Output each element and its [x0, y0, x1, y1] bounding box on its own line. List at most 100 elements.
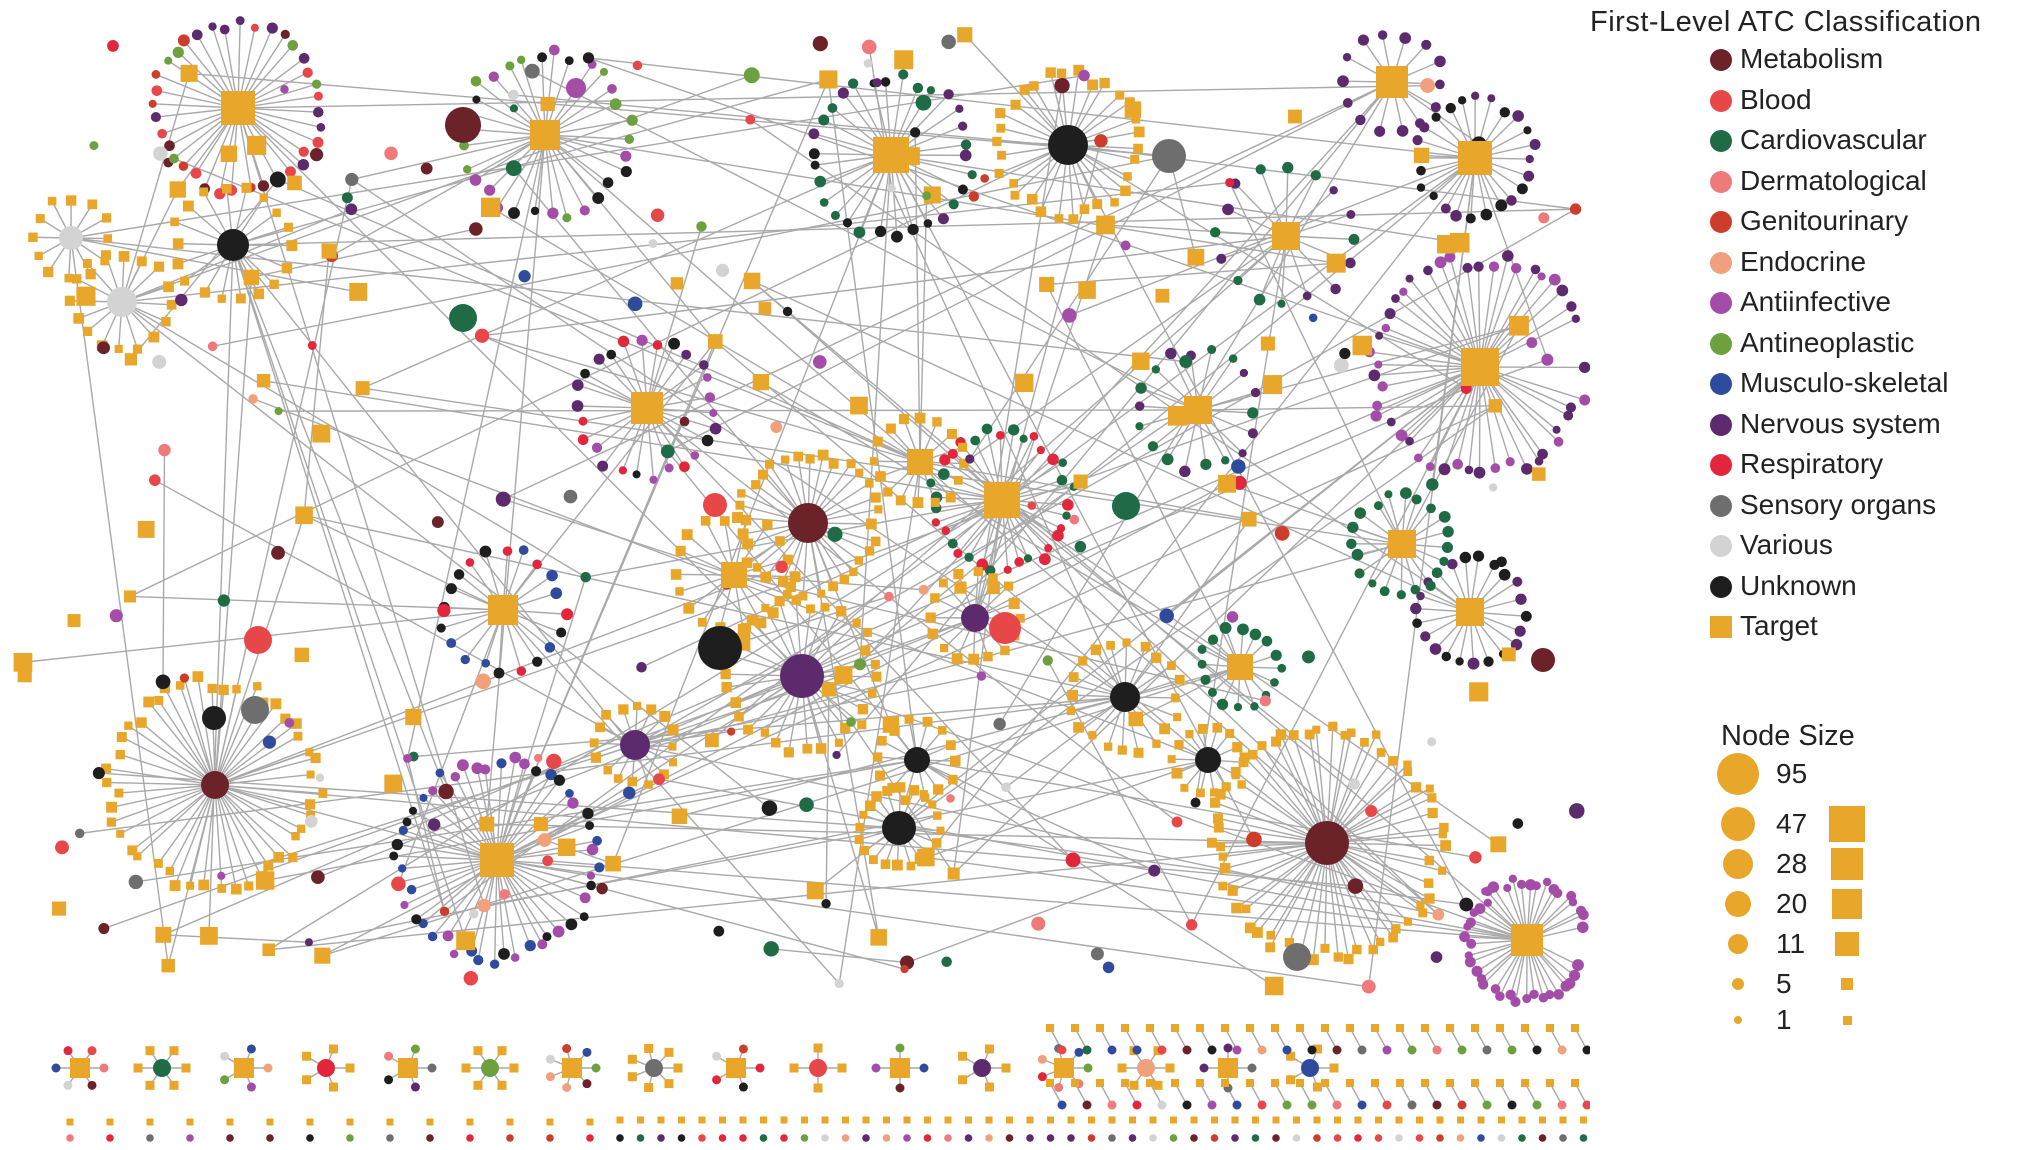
drug-node: [1521, 463, 1533, 475]
drug-node: [759, 1134, 768, 1142]
target-node: [328, 1082, 338, 1092]
target-node: [1546, 1079, 1554, 1087]
drug-node: [664, 463, 674, 473]
target-node: [1329, 1063, 1339, 1073]
target-node: [732, 512, 743, 523]
target-node: [67, 614, 81, 628]
target-node: [1371, 1079, 1379, 1087]
target-node: [757, 469, 768, 480]
drug-node: [775, 560, 788, 574]
network-edge: [169, 784, 216, 872]
drug-node: [1426, 503, 1436, 514]
network-edge: [111, 784, 216, 823]
target-node: [217, 884, 227, 893]
target-node: [1171, 767, 1183, 779]
target-node: [1263, 375, 1283, 395]
target-node: [386, 1118, 394, 1126]
drug-node: [620, 150, 632, 162]
target-node: [85, 268, 96, 280]
drug-node: [1476, 974, 1487, 984]
target-node: [161, 958, 175, 973]
network-edge: [214, 784, 302, 830]
drug-node: [1374, 1134, 1383, 1142]
drug-node: [995, 430, 1005, 440]
network-edge: [214, 784, 294, 858]
drug-node: [1159, 608, 1174, 624]
drug-node: [1135, 422, 1144, 431]
drug-node: [957, 184, 968, 195]
drug-node: [1221, 456, 1230, 465]
drug-node: [537, 833, 552, 847]
target-node: [734, 711, 744, 722]
drug-node: [469, 222, 483, 236]
target-node: [1019, 84, 1030, 95]
network-edge: [588, 57, 1481, 368]
drug-node: [1272, 1134, 1280, 1142]
target-node: [870, 659, 880, 669]
drug-node: [1120, 240, 1131, 251]
size-label: 47: [1776, 808, 1808, 839]
target-node: [815, 743, 827, 754]
drug-node: [976, 671, 987, 681]
target-node: [671, 808, 688, 825]
target-node: [473, 1046, 483, 1056]
node-size-row: 28: [1720, 848, 1980, 888]
drug-node: [345, 172, 359, 187]
network-edge: [496, 79, 830, 861]
drug-node: [164, 140, 175, 152]
drug-node: [1382, 1100, 1392, 1110]
drug-node: [713, 925, 725, 937]
drug-node: [1190, 1134, 1198, 1142]
target-node: [1346, 1079, 1354, 1087]
drug-node: [150, 112, 161, 123]
drug-node: [903, 1134, 911, 1142]
network-edge: [214, 784, 311, 817]
drug-node: [1368, 579, 1377, 588]
drug-node: [391, 876, 406, 892]
drug-node: [246, 1044, 256, 1054]
target-node: [667, 724, 679, 735]
target-node: [1227, 654, 1253, 680]
drug-node: [542, 855, 553, 867]
target-node: [869, 457, 878, 466]
target-node: [764, 459, 774, 469]
target-node: [865, 518, 877, 530]
drug-node: [1396, 125, 1409, 137]
target-node: [1352, 944, 1362, 955]
drug-node: [1361, 979, 1376, 994]
target-node: [659, 710, 671, 722]
target-node: [146, 1118, 154, 1126]
target-node: [586, 1118, 594, 1126]
drug-node: [810, 160, 820, 170]
drug-node: [220, 1051, 230, 1061]
drug-node: [493, 667, 505, 679]
network-edge: [212, 155, 1170, 347]
drug-node: [1459, 931, 1470, 943]
drug-node: [709, 408, 718, 418]
drug-node: [1373, 501, 1383, 511]
drug-node: [931, 518, 941, 527]
target-node: [169, 1046, 179, 1056]
drug-node: [307, 341, 317, 350]
target-node: [136, 256, 147, 267]
drug-node: [178, 161, 189, 171]
target-node: [1264, 976, 1284, 996]
target-node: [161, 317, 171, 327]
target-node: [737, 623, 749, 635]
drug-node: [578, 416, 588, 426]
target-node: [802, 743, 813, 754]
target-node: [1121, 1024, 1129, 1032]
network-edge: [1046, 262, 1337, 286]
drug-node: [1482, 1100, 1492, 1110]
drug-node: [552, 925, 565, 938]
drug-node: [460, 654, 470, 665]
drug-node: [602, 177, 614, 188]
drug-node: [649, 475, 658, 484]
drug-node: [941, 956, 952, 968]
drug-node: [738, 1044, 748, 1054]
drug-node: [1542, 877, 1552, 887]
target-node: [937, 726, 947, 735]
target-node: [857, 703, 869, 715]
drug-node: [668, 337, 680, 350]
network-edge: [232, 244, 446, 912]
